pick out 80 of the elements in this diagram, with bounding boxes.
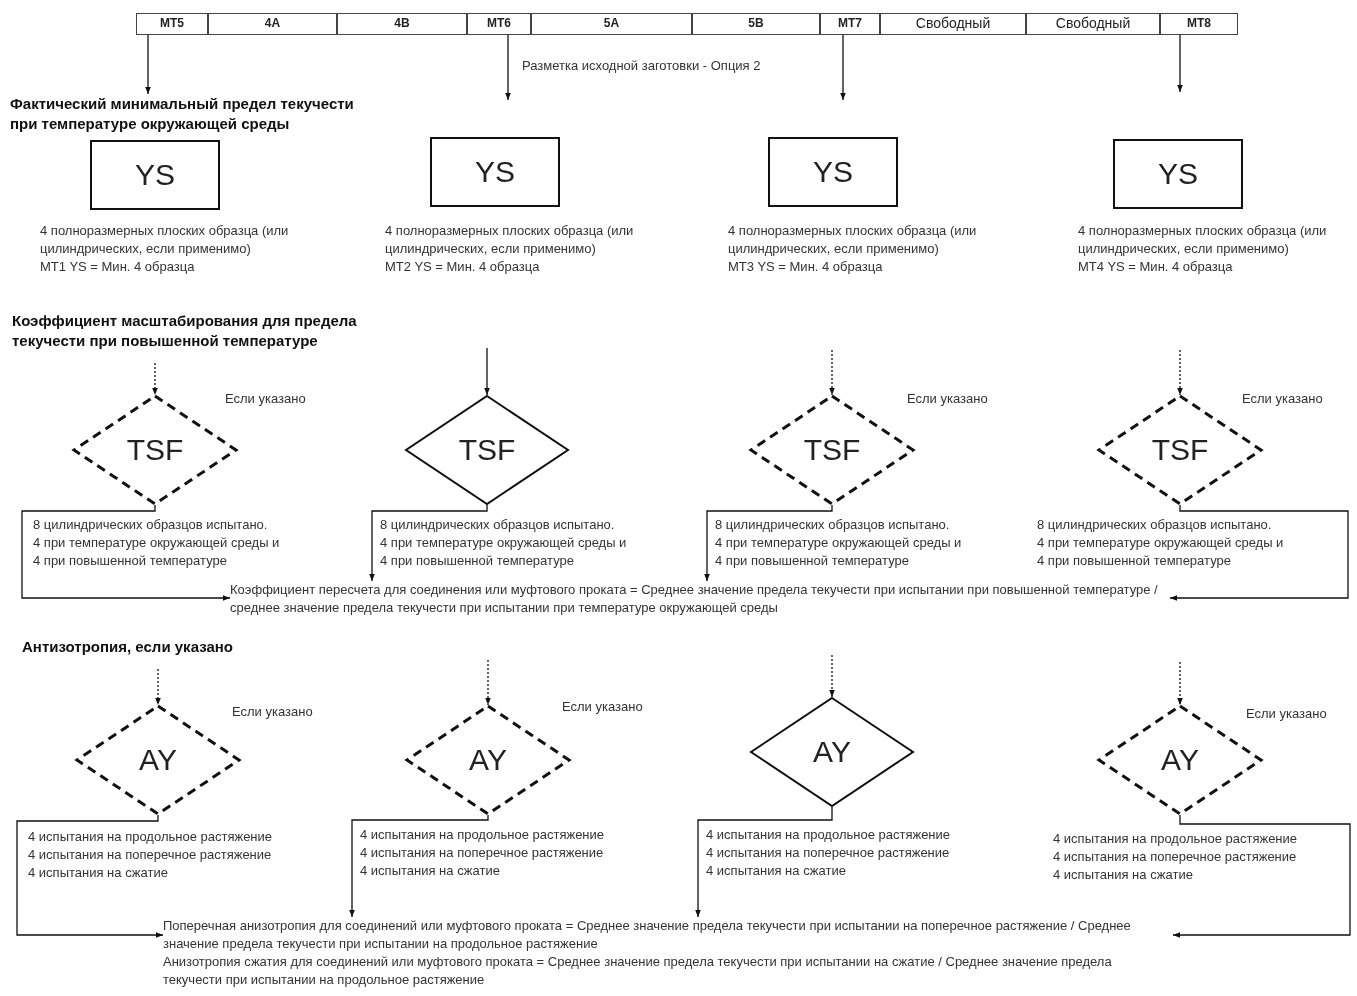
specimen-note: 8 цилиндрических образцов испытано. <box>1037 516 1273 534</box>
arrow <box>484 347 490 396</box>
dotted-arrow <box>829 349 835 396</box>
dotted-arrow <box>1177 661 1183 706</box>
arrow <box>1172 814 1351 938</box>
sample-segment: Свободный <box>1026 13 1160 35</box>
specimen-note: 4 при повышенной температуре <box>33 552 228 570</box>
sample-segment: MT8 <box>1160 13 1238 35</box>
arrow <box>704 504 833 582</box>
specimen-note: 8 цилиндрических образцов испытано. <box>380 516 616 534</box>
specimen-note: 4 полноразмерных плоских образца (или цилиндрических, если применимо) <box>385 222 635 258</box>
specimen-note: 4 испытания на поперечное растяжение <box>706 844 951 862</box>
arrow <box>695 806 833 918</box>
specimen-note: 4 при температуре окружающей среды и <box>715 534 963 552</box>
specimen-note: 4 при температуре окружающей среды и <box>1037 534 1285 552</box>
specimen-note: 8 цилиндрических образцов испытано. <box>33 516 269 534</box>
section-heading: Фактический минимальный предел текучести при температуре окружающей среды <box>10 94 375 134</box>
arrow <box>145 34 151 95</box>
sample-segment: 4B <box>337 13 467 35</box>
sample-segment: MT6 <box>467 13 531 35</box>
specimen-note: 4 испытания на продольное растяжение <box>706 826 952 844</box>
process-box: YS <box>430 137 560 207</box>
formula-text: Анизотропия сжатия для соединений или муфтового проката = Среднее значение предела текучести при испытании на сжатие / Среднее значение предела текучести при испытании на продольное растяжение <box>163 953 1113 989</box>
formula-text: Поперечная анизотропия для соединений или муфтового проката = Среднее значение предела текучести при испытании на поперечное растяжение / Среднее значение предела текучести при испытании на продольное растяжение <box>163 917 1132 953</box>
process-box: YS <box>1113 139 1243 209</box>
dotted-arrow <box>152 362 158 396</box>
formula-text: Коэффициент пересчета для соединения или муфтового проката = Среднее значение предела текучести при испытании при повышенной температуре / среднее значение предела текучести при испытании при температуре окружающей среды <box>230 581 1159 617</box>
arrow <box>1169 504 1349 601</box>
sample-segment: 5B <box>692 13 820 35</box>
specimen-note: 4 при температуре окружающей среды и <box>33 534 281 552</box>
dotted-arrow <box>485 659 491 706</box>
specimen-note: 4 при повышенной температуре <box>380 552 575 570</box>
arrow <box>505 34 511 101</box>
specimen-note: 4 при повышенной температуре <box>715 552 910 570</box>
specimen-note: MT1 YS = Мин. 4 образца <box>40 258 196 276</box>
section-heading: Коэффициент масштабирования для предела текучести при повышенной температуре <box>12 311 358 351</box>
condition-note: Если указано <box>1242 390 1323 408</box>
specimen-note: 4 испытания на сжатие <box>28 864 169 882</box>
specimen-note: 4 испытания на продольное растяжение <box>1053 830 1299 848</box>
process-box: YS <box>768 137 898 207</box>
marking-note: Разметка исходной заготовки - Опция 2 <box>522 57 761 75</box>
dotted-arrow <box>829 654 835 698</box>
condition-note: Если указано <box>232 703 313 721</box>
specimen-note: 4 испытания на продольное растяжение <box>28 828 274 846</box>
arrow <box>349 814 489 918</box>
dotted-arrow <box>1177 349 1183 396</box>
specimen-note: 4 испытания на поперечное растяжение <box>1053 848 1298 866</box>
arrow <box>840 34 846 101</box>
sample-segment: MT7 <box>820 13 880 35</box>
sample-segment: 5A <box>531 13 692 35</box>
arrow <box>1177 34 1183 93</box>
specimen-note: 4 испытания на продольное растяжение <box>360 826 606 844</box>
arrow <box>21 504 231 601</box>
specimen-note: 4 при температуре окружающей среды и <box>380 534 628 552</box>
specimen-note: 8 цилиндрических образцов испытано. <box>715 516 951 534</box>
sample-segment: MT5 <box>136 13 208 35</box>
specimen-note: 4 испытания на поперечное растяжение <box>360 844 605 862</box>
condition-note: Если указано <box>1246 705 1327 723</box>
specimen-note: 4 полноразмерных плоских образца (или цилиндрических, если применимо) <box>1078 222 1328 258</box>
dotted-arrow <box>155 668 161 706</box>
specimen-note: 4 полноразмерных плоских образца (или цилиндрических, если применимо) <box>40 222 290 258</box>
decision-diamond: TSF <box>405 395 569 505</box>
specimen-note: 4 испытания на сжатие <box>360 862 501 880</box>
specimen-note: MT3 YS = Мин. 4 образца <box>728 258 884 276</box>
specimen-note: MT4 YS = Мин. 4 образца <box>1078 258 1234 276</box>
specimen-note: 4 полноразмерных плоских образца (или цилиндрических, если применимо) <box>728 222 978 258</box>
condition-note: Если указано <box>225 390 306 408</box>
section-heading: Антизотропия, если указано <box>22 637 233 657</box>
specimen-note: 4 испытания на поперечное растяжение <box>28 846 273 864</box>
arrow <box>369 504 488 582</box>
specimen-note: 4 испытания на сжатие <box>706 862 847 880</box>
specimen-note: MT2 YS = Мин. 4 образца <box>385 258 541 276</box>
specimen-note: 4 испытания на сжатие <box>1053 866 1194 884</box>
specimen-note: 4 при повышенной температуре <box>1037 552 1232 570</box>
condition-note: Если указано <box>907 390 988 408</box>
sample-segment: 4A <box>208 13 337 35</box>
arrow <box>16 814 164 938</box>
decision-diamond: AY <box>750 697 914 807</box>
sample-segment: Свободный <box>880 13 1026 35</box>
process-box: YS <box>90 140 220 210</box>
